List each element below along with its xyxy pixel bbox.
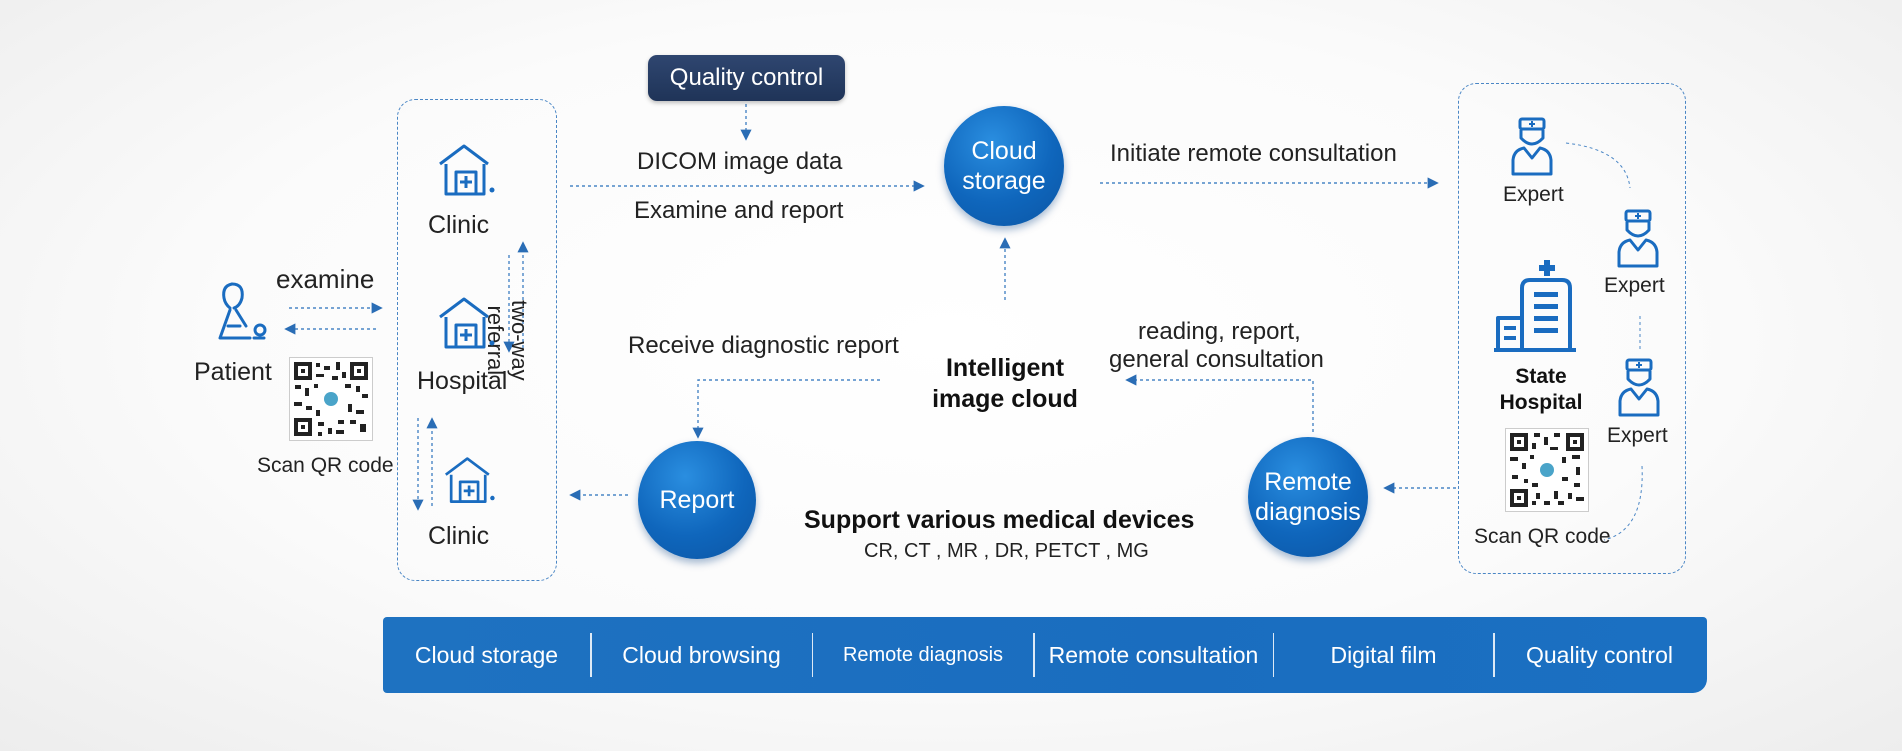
- feature-cloud-storage[interactable]: Cloud storage: [414, 641, 559, 668]
- feature-cloud-browsing[interactable]: Cloud browsing: [622, 641, 781, 668]
- two-way-line1: two-way: [507, 300, 532, 381]
- expert-label-3: Expert: [1607, 424, 1668, 447]
- patient-scan-qr-label: Scan QR code: [257, 454, 394, 477]
- doctor-icon-3: [1618, 358, 1660, 417]
- intelligent-image-cloud-title: Intelligent image cloud: [915, 353, 1095, 415]
- feature-quality-control[interactable]: Quality control: [1525, 641, 1673, 668]
- title-line1: Intelligent: [945, 354, 1065, 382]
- examine-label: examine: [276, 264, 375, 294]
- hospital-label: Hospital: [417, 367, 508, 395]
- clinic-bottom-icon: [444, 457, 495, 503]
- feature-bar: Cloud storage Cloud browsing Remote diag…: [383, 617, 1707, 693]
- hospital-qr-code-icon: [1505, 428, 1589, 512]
- expert-label-1: Expert: [1503, 183, 1564, 206]
- feature-divider: [1272, 633, 1274, 677]
- reading-label-line2: general consultation: [1109, 346, 1324, 373]
- reading-label-line1: reading, report,: [1138, 318, 1301, 345]
- devices-list: CR, CT , MR , DR, PETCT , MG: [864, 540, 1149, 562]
- quality-control-badge: Quality control: [648, 55, 845, 101]
- patient-label: Patient: [194, 358, 272, 386]
- state-hospital-label: State Hospital: [1496, 364, 1586, 416]
- hospital-scan-qr-label: Scan QR code: [1474, 525, 1611, 548]
- initiate-consultation-label: Initiate remote consultation: [1110, 140, 1397, 167]
- remote-diagnosis-line1: Remote: [1264, 468, 1352, 496]
- doctor-icon-2: [1617, 209, 1659, 268]
- title-line2: image cloud: [932, 385, 1078, 413]
- clinic-top-icon: [439, 144, 495, 196]
- expert-label-2: Expert: [1604, 274, 1665, 297]
- doctor-icon-1: [1511, 117, 1553, 176]
- remote-diagnosis-line2: diagnosis: [1255, 498, 1361, 526]
- feature-digital-film[interactable]: Digital film: [1330, 641, 1437, 668]
- cloud-storage-line1: Cloud: [971, 137, 1037, 165]
- report-node-label: Report: [659, 486, 735, 514]
- receive-report-label: Receive diagnostic report: [628, 332, 899, 359]
- report-node: Report: [638, 441, 756, 559]
- patient-qr-code-icon: [289, 357, 373, 441]
- feature-divider: [590, 633, 592, 677]
- feature-remote-diagnosis[interactable]: Remote diagnosis: [842, 643, 1004, 666]
- clinic-top-label: Clinic: [428, 211, 490, 239]
- clinic-bottom-label: Clinic: [428, 522, 490, 550]
- state-hospital-building-icon: [1494, 260, 1576, 352]
- hospital-icon: [439, 297, 495, 349]
- right-experts-box: [1458, 83, 1686, 574]
- cloud-storage-line2: storage: [962, 167, 1046, 195]
- patient-icon: [218, 282, 267, 340]
- state-hospital-line1: State: [1515, 365, 1567, 388]
- feature-divider: [1033, 633, 1035, 677]
- examine-report-label: Examine and report: [634, 197, 844, 224]
- state-hospital-line2: Hospital: [1499, 391, 1583, 414]
- feature-remote-consultation[interactable]: Remote consultation: [1048, 641, 1259, 668]
- feature-divider: [1493, 633, 1495, 677]
- dicom-label: DICOM image data: [637, 148, 843, 175]
- support-devices-title: Support various medical devices: [804, 506, 1195, 534]
- feature-divider: [811, 633, 813, 677]
- left-institutions-box: [397, 99, 557, 581]
